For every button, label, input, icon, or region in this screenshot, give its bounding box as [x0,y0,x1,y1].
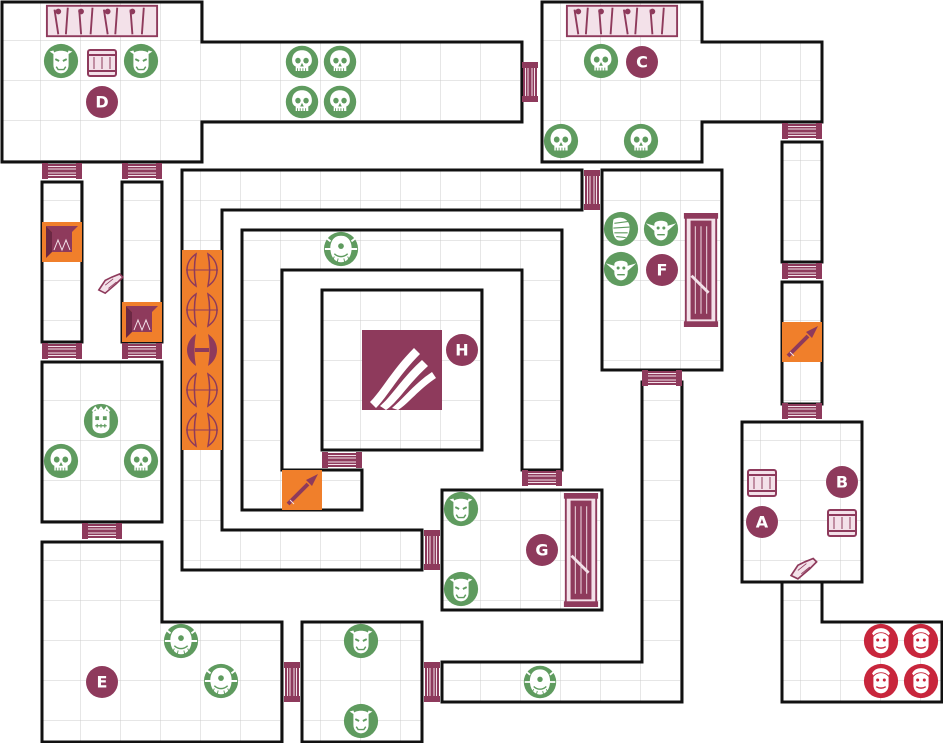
tomb-icon [682,211,720,329]
door-icon [322,452,362,468]
fimir-icon [202,662,240,700]
zombie-icon [82,402,120,440]
weapon-rack-icon [565,4,679,38]
room-h-marker: H [446,334,478,366]
door-icon [642,370,682,386]
door-icon [782,403,822,419]
room-c-marker: C [626,46,658,78]
orc-icon [122,42,160,80]
orc-icon [442,490,480,528]
door-icon [522,470,562,486]
corridor-south [440,380,684,704]
orc-icon [442,570,480,608]
room-e-marker: E [86,666,118,698]
weapon-rack-icon [45,4,159,38]
mummy-icon [603,211,639,247]
room-label: H [455,341,468,360]
door-icon [42,343,82,359]
door-icon [82,523,122,539]
fimir-icon [522,664,558,700]
skull-icon [323,45,357,79]
skull-icon [123,443,159,479]
skull-icon [285,85,319,119]
tomb-icon [562,491,600,609]
door-icon [424,662,440,702]
start-area [780,580,943,704]
room-markers: A B C D E F G H [86,46,858,698]
room-b-marker: B [826,466,858,498]
axe-trap-icon [182,410,222,450]
pit-trap-icon [122,302,162,342]
skull-icon [43,443,79,479]
skull-icon [285,45,319,79]
room-a-marker: A [746,506,778,538]
skull-icon [543,123,579,159]
stairs-icon [362,330,442,410]
room-g-marker: G [526,534,558,566]
room-label: A [756,513,769,532]
room-label: F [657,261,668,280]
orc-icon [342,622,380,660]
spiral-corridor [180,168,584,572]
door-icon [584,170,600,210]
door-icon [522,60,538,104]
axe-trap-icon [182,290,222,330]
door-icon [284,662,300,702]
axe-trap-icon [182,330,222,370]
skull-icon [583,43,619,79]
orc-icon [42,42,80,80]
room-label: B [836,473,848,492]
treasure-chest-icon [827,509,857,537]
goblin-icon [603,251,639,287]
door-icon [782,123,822,139]
door-icon [42,163,82,179]
hero-icon [863,663,899,699]
orc-icon [342,702,380,740]
door-icon [424,530,440,570]
room-west [40,360,164,524]
goblin-icon [643,211,679,247]
room-d-marker: D [86,86,118,118]
treasure-chest-icon [747,469,777,497]
axe-trap-icon [182,250,222,290]
door-icon [122,343,162,359]
axe-trap-icon [182,370,222,410]
treasure-chest-icon [87,49,117,77]
room-c [540,0,824,164]
room-label: E [97,673,108,692]
spear-trap-icon [282,470,322,510]
skull-icon [623,123,659,159]
hero-icon [903,623,939,659]
door-icon [122,163,162,179]
room-label: D [95,93,108,112]
door-icon [782,263,822,279]
spiral-corridor-inner [240,228,564,512]
falling-block-icon [98,273,124,295]
room-ab [740,420,864,584]
corridor-west-a [40,180,84,344]
skull-icon [323,85,357,119]
fimir-icon [162,622,200,660]
room-label: C [636,53,648,72]
hero-icon [903,663,939,699]
fimir-icon [322,230,360,268]
spear-trap-icon [782,322,822,362]
room-e [40,540,284,743]
hero-icon [863,623,899,659]
pit-trap-icon [42,222,82,262]
corridor-east [780,140,824,264]
room-label: G [535,541,548,560]
room-f-marker: F [646,254,678,286]
room-d [0,0,524,164]
